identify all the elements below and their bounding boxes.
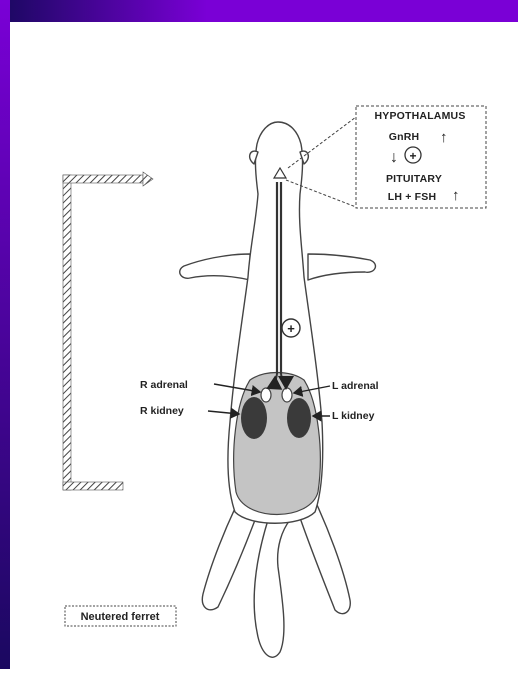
ferret-diagram: + HYPOTHALAMUS GnRH ↑ ↓ + PITUITARY LH +… — [10, 22, 518, 669]
l-kidney-shape — [287, 398, 311, 438]
ferret-tail — [254, 520, 290, 657]
diagram-canvas: + HYPOTHALAMUS GnRH ↑ ↓ + PITUITARY LH +… — [10, 22, 518, 669]
l-adrenal-label: L adrenal — [332, 380, 379, 392]
hormone-box: HYPOTHALAMUS GnRH ↑ ↓ + PITUITARY LH + F… — [356, 106, 486, 208]
ferret-front-leg-left — [180, 254, 250, 280]
r-kidney-shape — [241, 397, 267, 439]
gnrh-increase-arrow: ↑ — [440, 129, 448, 146]
gnrh-label: GnRH — [389, 131, 420, 143]
hatched-bracket — [63, 172, 153, 490]
frame-top-bar — [0, 0, 518, 22]
ferret-front-leg-right — [308, 254, 375, 280]
r-kidney-label: R kidney — [140, 405, 184, 417]
pituitary-label: PITUITARY — [386, 173, 442, 185]
axis-stimulation-symbol: + — [287, 321, 295, 336]
frame-left-bar — [0, 0, 10, 669]
lh-fsh-increase-arrow: ↑ — [452, 187, 460, 204]
hypothalamus-label: HYPOTHALAMUS — [374, 110, 465, 122]
r-adrenal-label: R adrenal — [140, 379, 188, 391]
r-adrenal-shape — [261, 388, 271, 402]
l-kidney-label: L kidney — [332, 410, 375, 422]
gnrh-down-arrow: ↓ — [390, 149, 398, 166]
l-adrenal-shape — [282, 388, 292, 402]
lh-fsh-label: LH + FSH — [388, 191, 437, 203]
caption-label: Neutered ferret — [81, 611, 160, 623]
abdomen-shading — [234, 373, 321, 515]
caption-box: Neutered ferret — [65, 606, 176, 626]
box-stimulation-symbol: + — [409, 149, 416, 163]
